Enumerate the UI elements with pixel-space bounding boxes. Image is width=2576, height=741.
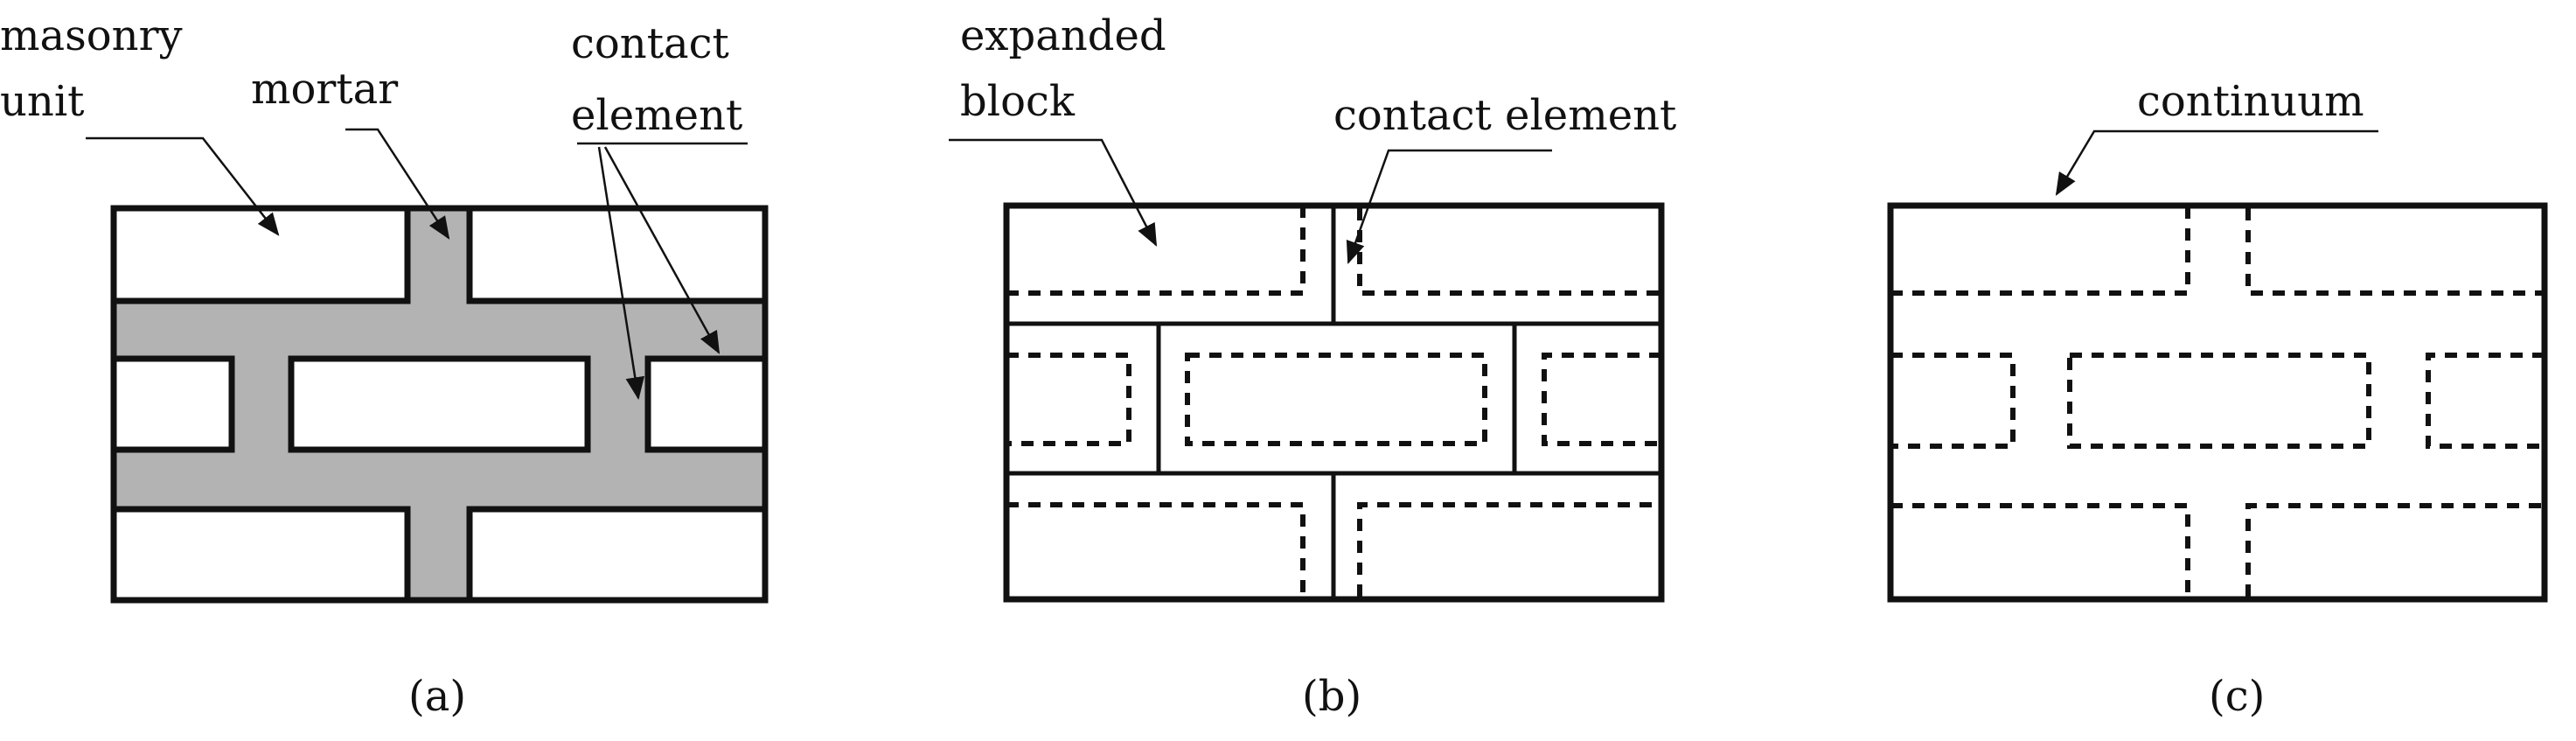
masonry-unit	[466, 506, 769, 604]
panel-b-contact-lines	[1006, 206, 1661, 599]
expanded-block-leader	[949, 138, 1158, 247]
contact-element-leader-2	[603, 146, 721, 354]
continuum-leader	[2055, 129, 2378, 196]
mortar-label: mortar	[251, 65, 398, 114]
expanded-block-outline	[1006, 353, 1131, 446]
panel-c: continuum (c)	[1887, 77, 2548, 721]
masonry-unit	[110, 205, 411, 304]
continuum-pattern-line	[1890, 503, 2190, 597]
panel-c-caption: (c)	[2209, 672, 2265, 721]
masonry-unit-label: masonry	[0, 11, 183, 60]
masonry-unit	[288, 355, 591, 453]
panel-a-leaders	[86, 128, 748, 401]
expanded-block-outline	[1542, 353, 1661, 446]
panel-c-outline	[1887, 202, 2548, 603]
panel-a: masonry unit mortar contact element (a)	[0, 11, 769, 721]
continuum-pattern-line	[2426, 353, 2545, 449]
expanded-block-outline	[1357, 208, 1661, 296]
expanded-block-label: expanded	[960, 11, 1166, 60]
expanded-block-outline	[1006, 502, 1305, 597]
contact-element-label: element	[571, 91, 742, 140]
masonry-unit	[644, 355, 769, 453]
panel-c-ghost-pattern	[1890, 208, 2545, 597]
panel-c-leaders	[2055, 129, 2378, 196]
panel-a-caption: (a)	[408, 672, 466, 721]
masonry-unit	[110, 506, 411, 604]
continuum-pattern-line	[1890, 353, 2016, 449]
contact-element-label: contact element	[1333, 91, 1676, 140]
mortar-leader	[345, 128, 450, 240]
panel-b-caption: (b)	[1302, 672, 1361, 721]
contact-element-leader-1	[597, 146, 645, 401]
expanded-block-outline	[1185, 353, 1487, 446]
masonry-unit	[110, 355, 235, 453]
masonry-unit	[466, 205, 769, 304]
expanded-block-label: block	[960, 77, 1076, 126]
panel-a-outline	[110, 205, 769, 604]
contact-element-leader	[1346, 149, 1552, 265]
continuum-pattern-line	[2245, 208, 2545, 296]
expanded-block-outline	[1006, 208, 1305, 296]
panel-b-leaders	[949, 138, 1552, 265]
continuum-label: continuum	[2137, 77, 2364, 126]
panel-b-outline	[1003, 202, 1665, 603]
expanded-block-outline	[1357, 502, 1661, 597]
masonry-unit-label: unit	[0, 77, 84, 126]
continuum-pattern-line	[2245, 503, 2545, 597]
masonry-unit-leader	[86, 136, 280, 236]
panel-b-unit-outlines	[1006, 208, 1661, 597]
continuum-pattern-line	[1890, 208, 2190, 296]
panel-b: expanded block contact element (b)	[949, 11, 1676, 721]
panel-c-frame	[1887, 202, 2548, 603]
contact-element-label: contact	[571, 19, 729, 68]
